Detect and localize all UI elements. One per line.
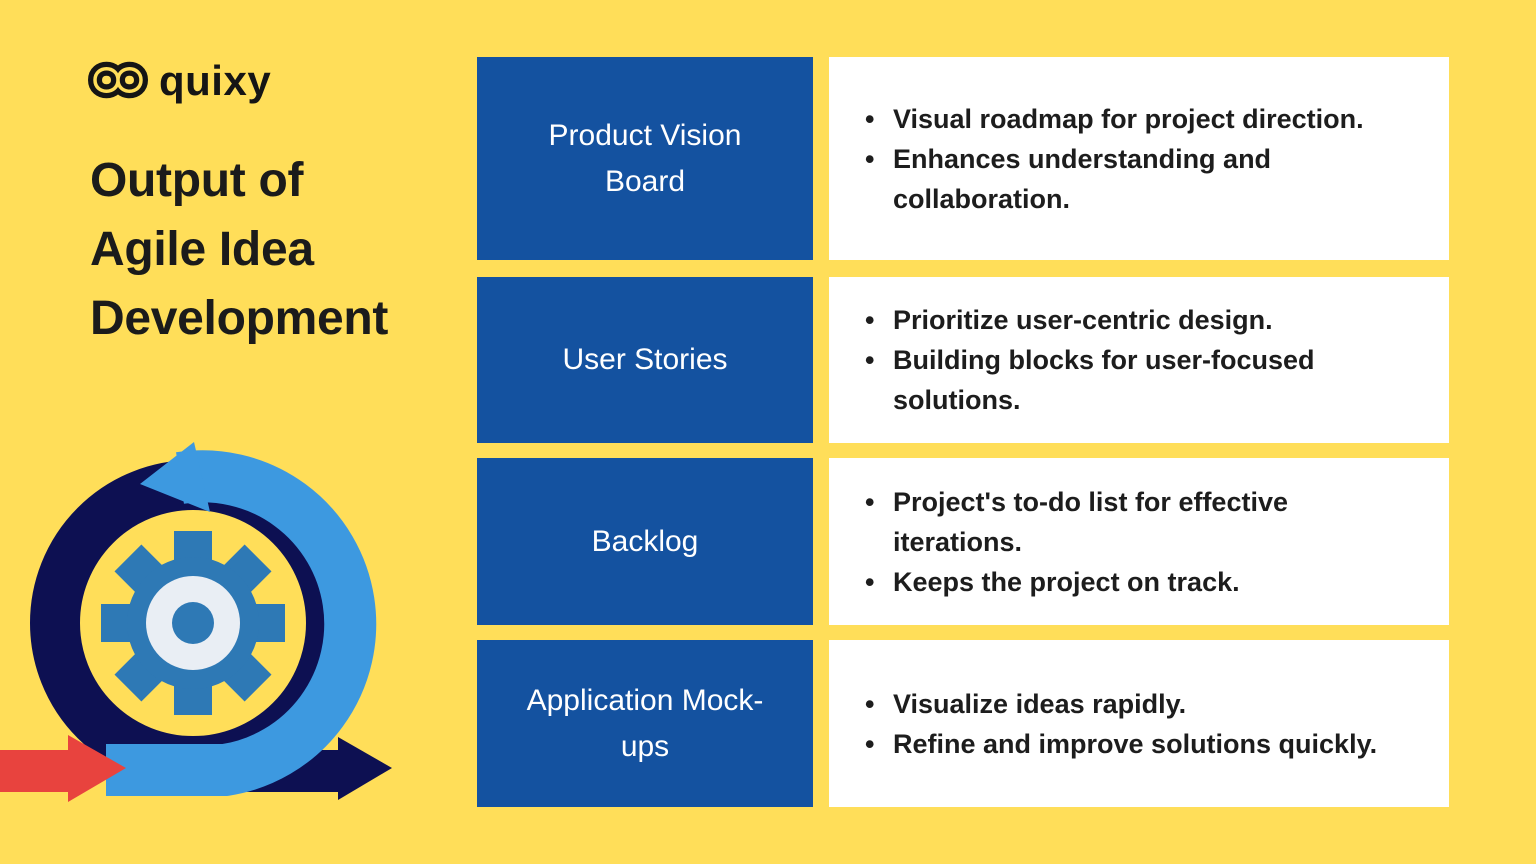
page-title-line-1: Output of xyxy=(90,154,304,207)
page-title: Output of Agile Idea Development xyxy=(90,146,510,353)
content-product-vision-board: Visual roadmap for project direction. En… xyxy=(829,57,1449,260)
red-arrow-icon xyxy=(0,735,126,802)
bullet-item: Enhances understanding and collaboration… xyxy=(859,139,1413,219)
bullet-item: Visualize ideas rapidly. xyxy=(859,684,1377,724)
cycle-arrow-icon xyxy=(106,442,377,796)
row-backlog: Backlog Project's to-do list for effecti… xyxy=(477,458,1449,625)
bullet-list: Visualize ideas rapidly. Refine and impr… xyxy=(859,684,1377,764)
row-application-mock-ups: Application Mock-ups Visualize ideas rap… xyxy=(477,640,1449,807)
bullet-item: Project's to-do list for effective itera… xyxy=(859,482,1413,562)
content-backlog: Project's to-do list for effective itera… xyxy=(829,458,1449,625)
quixy-logo-text: quixy xyxy=(159,57,272,104)
infinity-loop-icon xyxy=(88,61,148,99)
label-application-mock-ups: Application Mock-ups xyxy=(477,640,813,807)
output-rows: Product Vision Board Visual roadmap for … xyxy=(477,57,1449,807)
bullet-item: Keeps the project on track. xyxy=(859,562,1413,602)
bullet-item: Prioritize user-centric design. xyxy=(859,300,1413,340)
bullet-item: Visual roadmap for project direction. xyxy=(859,99,1413,139)
content-user-stories: Prioritize user-centric design. Building… xyxy=(829,277,1449,443)
gear-icon xyxy=(101,531,285,715)
bullet-item: Refine and improve solutions quickly. xyxy=(859,724,1377,764)
bullet-list: Prioritize user-centric design. Building… xyxy=(859,300,1413,420)
label-backlog: Backlog xyxy=(477,458,813,625)
row-user-stories: User Stories Prioritize user-centric des… xyxy=(477,277,1449,443)
row-product-vision-board: Product Vision Board Visual roadmap for … xyxy=(477,57,1449,260)
bullet-list: Project's to-do list for effective itera… xyxy=(859,482,1413,602)
content-application-mock-ups: Visualize ideas rapidly. Refine and impr… xyxy=(829,640,1449,807)
page-title-line-2: Agile Idea xyxy=(90,223,314,276)
bullet-list: Visual roadmap for project direction. En… xyxy=(859,99,1413,219)
page-title-line-3: Development xyxy=(90,292,389,345)
bullet-item: Building blocks for user-focused solutio… xyxy=(859,340,1413,420)
agile-sprint-cycle-icon xyxy=(0,442,392,802)
label-user-stories: User Stories xyxy=(477,277,813,443)
label-product-vision-board: Product Vision Board xyxy=(477,57,813,260)
quixy-logo: quixy xyxy=(86,56,271,104)
